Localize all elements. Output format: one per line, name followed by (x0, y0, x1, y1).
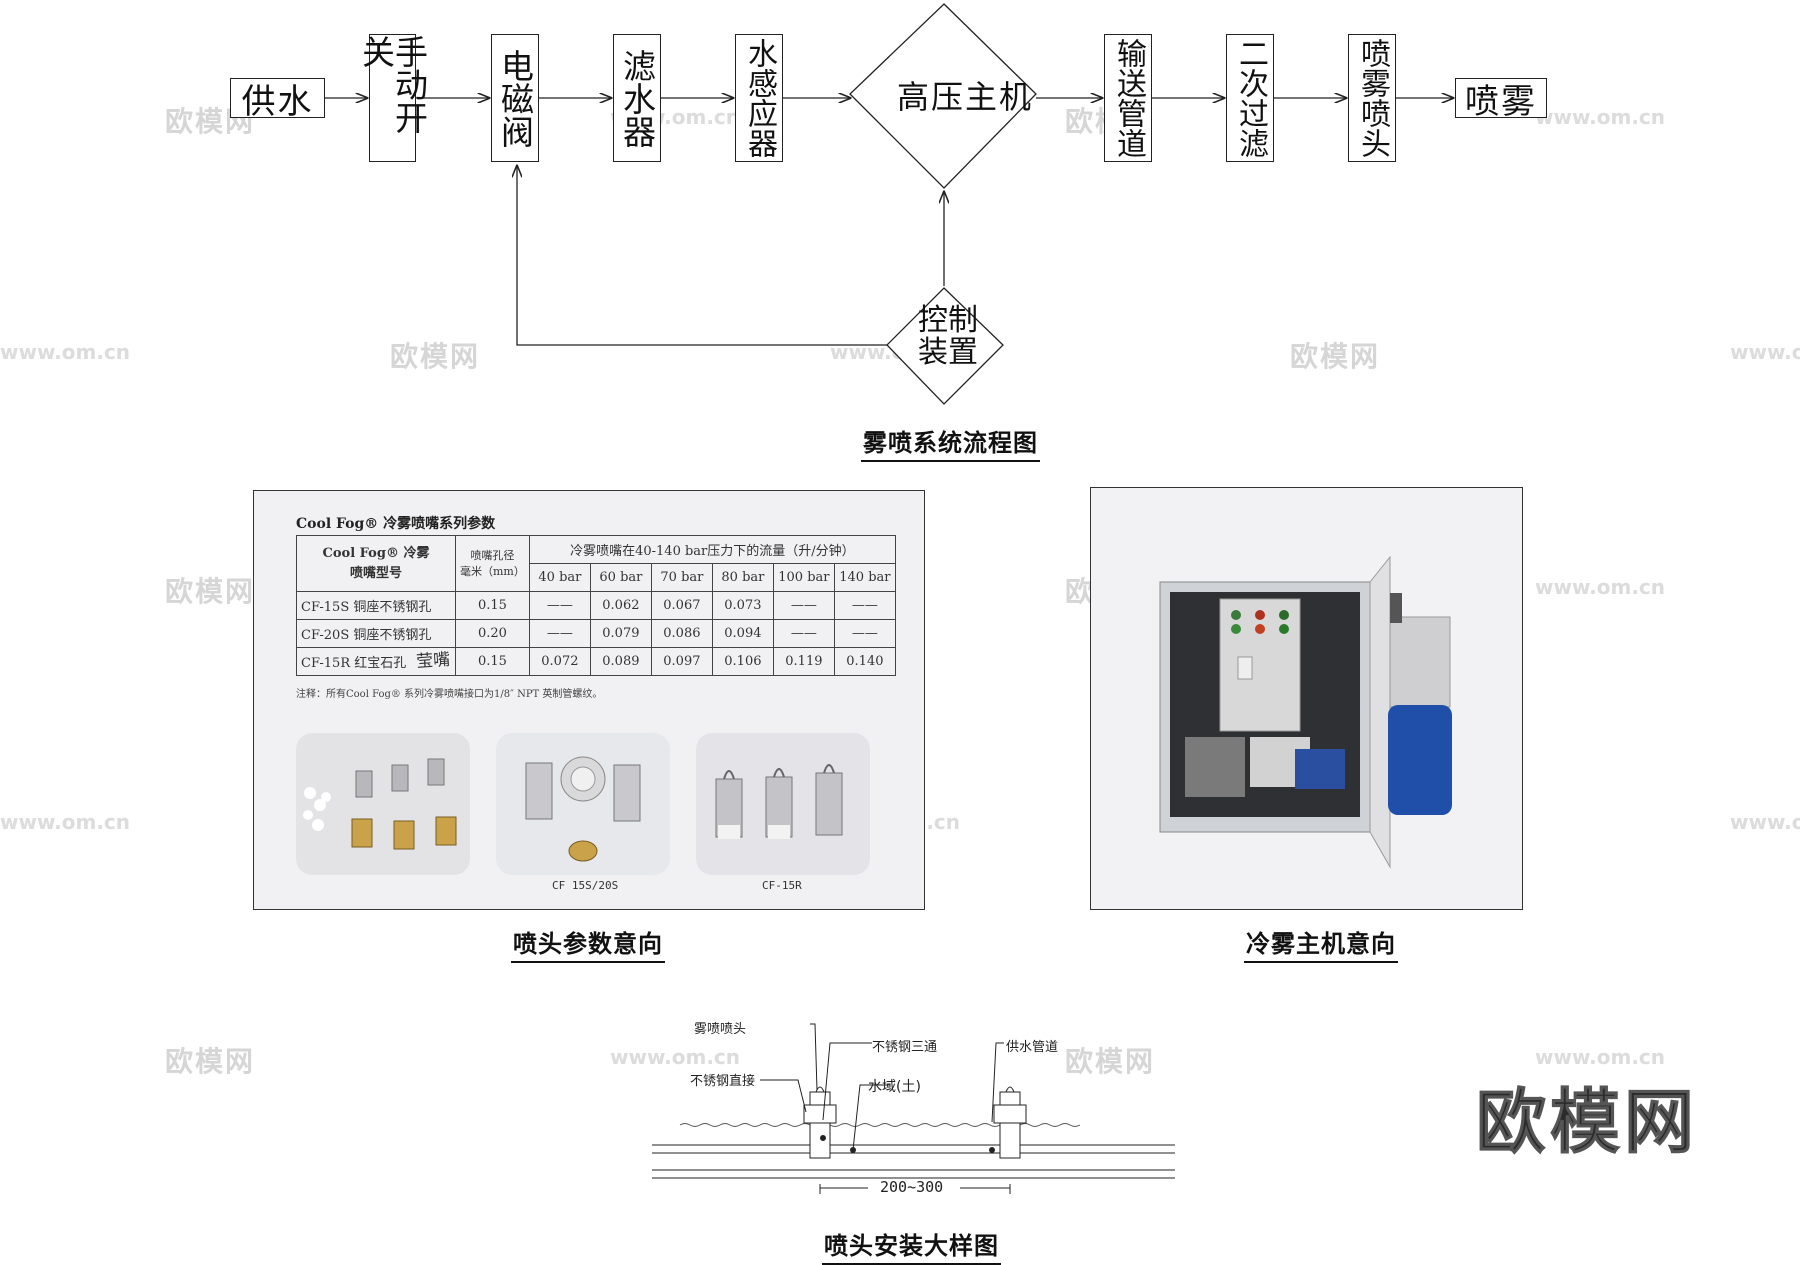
watermark: 欧模网 (1290, 340, 1381, 373)
flow-node-control-label: 控制装置 (918, 303, 978, 370)
photo-label-cf15s-20s: CF 15S/20S (552, 879, 619, 892)
spec-cell-flow: —— (772, 591, 835, 620)
spec-cell-flow: 0.086 (650, 619, 713, 648)
spec-pressure-header: 80 bar (711, 563, 774, 592)
flow-node-nozzle: 喷雾喷头 (1348, 34, 1396, 162)
watermark: 欧模网 (1065, 1045, 1156, 1078)
spec-pressure-header: 140 bar (833, 563, 896, 592)
flow-node-secondary-filter: 二次过滤 (1226, 34, 1274, 162)
spec-cell-flow: 0.062 (589, 591, 652, 620)
detail-label-nozzle: 雾喷喷头 (694, 1022, 747, 1037)
flow-caption: 雾喷系统流程图 (861, 423, 1040, 462)
spec-caption: 喷头参数意向 (511, 924, 665, 963)
flow-node-filter: 滤水器 (613, 34, 661, 162)
flow-node-pipeline: 输送管道 (1104, 34, 1152, 162)
spec-cell-model: CF-15S 铜座不锈钢孔 (296, 591, 456, 620)
spec-cell-flow: 0.106 (711, 647, 774, 676)
spec-pressure-header: 70 bar (650, 563, 713, 592)
spec-header-model-2: 喷嘴型号 (349, 565, 402, 581)
spec-header-model: Cool Fog® 冷雾 喷嘴型号 (296, 535, 456, 592)
nozzle-photo-1 (296, 733, 470, 875)
detail-label-joint: 不锈钢直接 (690, 1074, 756, 1089)
flow-node-solenoid: 电磁阀 (491, 34, 539, 162)
spec-cell-flow: —— (772, 619, 835, 648)
detail-label-soil: 水域(土) (868, 1079, 921, 1095)
spec-header-dia-2: 毫米（mm） (460, 564, 525, 578)
spec-cell-flow: 0.079 (589, 619, 652, 648)
watermark: 欧模网 (390, 340, 481, 373)
flow-node-manual-switch: 手动开关 (357, 34, 429, 162)
host-machine-photo (1090, 487, 1523, 910)
nozzle-spec-card: Cool Fog® 冷雾喷嘴系列参数 Cool Fog® 冷雾 喷嘴型号 喷嘴孔… (253, 490, 925, 910)
spec-note: 注释：所有Cool Fog® 系列冷雾喷嘴接口为1/8″ NPT 英制管螺纹。 (296, 689, 603, 700)
watermark-url: www.om.cn (1535, 105, 1666, 129)
photo-label-cf15r: CF-15R (762, 879, 802, 892)
spec-pressure-header: 40 bar (528, 563, 591, 592)
spec-cell-flow: 0.097 (650, 647, 713, 676)
flow-node-supply: 供水 (230, 78, 325, 122)
nozzle-photo-3 (696, 733, 870, 875)
control-diamond (886, 287, 1004, 405)
spec-header-dia: 喷嘴孔径 毫米（mm） (455, 535, 530, 592)
spec-cell-flow: —— (528, 591, 591, 620)
watermark-url: www.om.cn (610, 1045, 741, 1069)
watermark-url: www.om.cn (1730, 340, 1800, 364)
spec-cell-flow: 0.089 (589, 647, 652, 676)
detail-label-tee: 不锈钢三通 (872, 1040, 938, 1055)
watermark: 欧模网 (165, 1045, 256, 1078)
spec-cell-flow: 0.067 (650, 591, 713, 620)
spec-table: Cool Fog® 冷雾 喷嘴型号 喷嘴孔径 毫米（mm） 冷雾喷嘴在40-14… (296, 535, 896, 676)
spec-cell-model: CF-15R 红宝石孔 (296, 647, 456, 676)
spec-cell-flow: 0.119 (772, 647, 835, 676)
install-detail-drawing (652, 1023, 1175, 1194)
nozzle-photo-2 (496, 733, 670, 875)
spec-cell-dia: 0.20 (455, 619, 530, 648)
detail-dimension: 200~300 (880, 1178, 944, 1196)
spec-pressure-header: 60 bar (589, 563, 652, 592)
spec-cell-flow: —— (528, 619, 591, 648)
spec-header-dia-1: 喷嘴孔径 (470, 548, 515, 562)
spec-title: Cool Fog® 冷雾喷嘴系列参数 (296, 516, 496, 532)
spec-cell-dia: 0.15 (455, 591, 530, 620)
brand-logo: 欧模网 (1476, 1081, 1698, 1164)
spec-cell-flow: 0.073 (711, 591, 774, 620)
watermark-url: www.om.cn (1730, 810, 1800, 834)
watermark: 欧模网 (165, 575, 256, 608)
watermark-url: www.om.cn (1535, 575, 1666, 599)
spec-pressure-header: 100 bar (772, 563, 835, 592)
flow-arrow (517, 166, 887, 346)
spec-header-flow: 冷雾喷嘴在40-140 bar压力下的流量（升/分钟） (528, 535, 896, 564)
spec-handwritten: 莹嘴 (415, 649, 451, 673)
flow-node-host-label: 高压主机 (896, 78, 1033, 116)
spec-cell-flow: 0.140 (833, 647, 896, 676)
spec-cell-flow: —— (833, 591, 896, 620)
flow-connectors (325, 3, 1800, 405)
spec-cell-flow: —— (833, 619, 896, 648)
watermark-url: www.om.cn (1535, 1045, 1666, 1069)
flow-node-spray: 喷雾 (1455, 78, 1547, 122)
detail-label-pipe: 供水管道 (1006, 1040, 1059, 1055)
host-diamond (849, 3, 1037, 189)
spec-header-model-1: Cool Fog® 冷雾 (322, 545, 430, 561)
spec-cell-model: CF-20S 铜座不锈钢孔 (296, 619, 456, 648)
spec-cell-flow: 0.072 (528, 647, 591, 676)
spec-cell-flow: 0.094 (711, 619, 774, 648)
flow-node-water-sensor: 水感应器 (735, 34, 783, 162)
detail-caption: 喷头安装大样图 (822, 1226, 1001, 1265)
spec-cell-dia: 0.15 (455, 647, 530, 676)
host-caption: 冷雾主机意向 (1244, 924, 1398, 963)
watermark-url: www.om.cn (0, 810, 131, 834)
watermark-url: www.om.cn (0, 340, 131, 364)
